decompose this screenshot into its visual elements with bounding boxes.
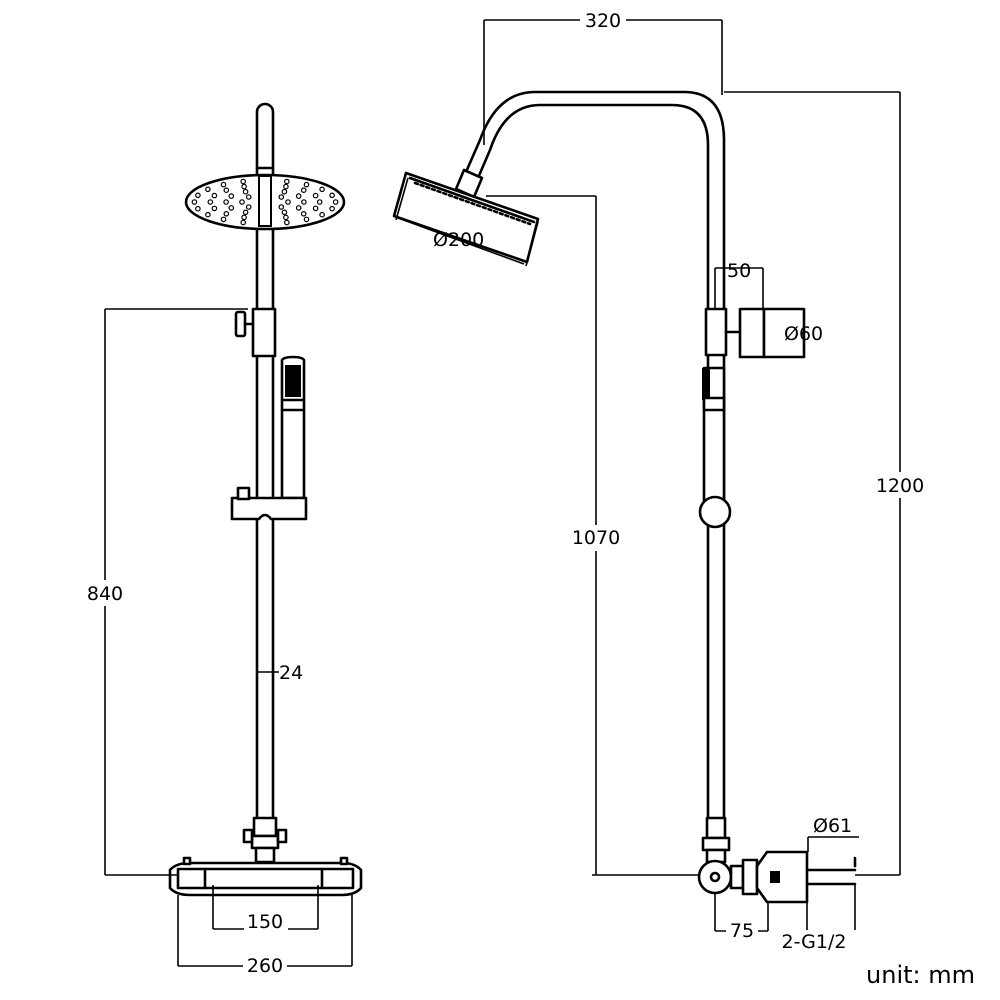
nozzle-dot <box>300 211 307 217</box>
nozzle-dot <box>278 204 285 210</box>
label-head-diameter: Ø200 <box>433 229 484 251</box>
label-inlet-depth: 75 <box>730 920 754 942</box>
label-head-height: 1070 <box>572 527 620 549</box>
nozzle-dot <box>220 216 227 223</box>
nozzle-dot <box>329 205 335 212</box>
nozzle-dot <box>312 205 319 212</box>
nozzle-dot <box>195 205 201 212</box>
nozzle-dot <box>242 188 249 195</box>
dimension-total-height <box>724 91 930 876</box>
nozzle-dot <box>223 199 229 205</box>
nozzle-dot <box>332 199 339 205</box>
label-total-height: 1200 <box>876 475 924 497</box>
nozzle-dot <box>319 211 325 218</box>
slider-holder-side <box>698 495 732 529</box>
thermostatic-valve-front <box>168 856 363 897</box>
dimension-head-diameter <box>395 177 539 267</box>
label-valve-width: 260 <box>247 955 283 977</box>
nozzle-dot <box>223 211 230 217</box>
label-bracket-diameter: Ø60 <box>784 323 823 345</box>
valve-body-side <box>697 850 857 904</box>
nozzle-dot <box>283 214 289 221</box>
nozzle-dot <box>301 199 307 205</box>
nozzle-dot <box>207 199 214 205</box>
dimension-inlet-thread <box>772 884 858 954</box>
label-arm-reach: 320 <box>585 10 621 32</box>
nozzle-dot <box>228 193 235 199</box>
nozzle-dot <box>211 205 218 212</box>
label-bar-diameter: 24 <box>279 662 303 684</box>
wall-bracket-side <box>704 307 806 359</box>
riser-arm-side <box>476 103 710 857</box>
riser-arm-side-outer <box>464 90 726 857</box>
dimension-inlet-depth <box>714 893 769 942</box>
label-inlet-spacing: 150 <box>247 911 283 933</box>
nozzle-dot <box>240 178 247 185</box>
nozzle-dot <box>278 194 285 200</box>
nozzle-dot <box>242 209 249 216</box>
riser-rail-front <box>255 102 275 872</box>
nozzle-dot <box>295 205 302 211</box>
nozzle-dot <box>300 187 307 194</box>
nozzle-dot <box>241 183 247 190</box>
nozzle-dot <box>223 187 230 194</box>
nozzle-dot <box>281 188 288 195</box>
nozzle-dot <box>329 192 335 199</box>
shower-head-front <box>184 173 346 231</box>
nozzle-dot <box>239 199 245 205</box>
nozzle-dot <box>283 178 290 185</box>
side-view: 320 Ø200 50 Ø60 1070 <box>392 9 930 954</box>
nozzle-dot <box>195 192 201 199</box>
diverter-front <box>242 816 288 864</box>
nozzle-dot <box>245 204 252 210</box>
nozzle-dot <box>220 181 227 188</box>
label-bracket-offset: 50 <box>727 260 751 282</box>
dimension-arm-reach <box>483 9 723 145</box>
nozzle-dot <box>295 193 302 199</box>
nozzle-dot <box>285 199 291 205</box>
nozzle-dot <box>205 186 211 193</box>
dimension-valve-width <box>177 895 353 977</box>
unit-label: unit: mm <box>866 961 975 989</box>
dimension-bracket-offset <box>714 267 764 309</box>
nozzle-dot <box>240 219 247 226</box>
dimension-bar-height <box>82 308 248 876</box>
nozzle-dot <box>283 219 290 226</box>
nozzle-dot <box>228 205 235 211</box>
front-view: 840 24 150 260 <box>82 102 363 977</box>
label-bar-height: 840 <box>87 583 123 605</box>
nozzle-dot <box>241 214 247 221</box>
nozzle-dot <box>205 211 211 218</box>
nozzle-dot <box>319 186 325 193</box>
nozzle-dot <box>316 199 323 205</box>
dimension-escutcheon-diameter <box>807 836 859 852</box>
shower-head-side <box>392 171 540 264</box>
slider-holder-front <box>230 486 308 521</box>
wall-bracket-front <box>234 307 277 358</box>
label-inlet-thread: 2-G1/2 <box>782 931 847 953</box>
nozzle-dot <box>303 181 310 188</box>
nozzle-dot <box>281 209 288 216</box>
nozzle-dot <box>312 192 319 199</box>
nozzle-dot <box>303 216 310 223</box>
dimension-head-height <box>486 195 700 876</box>
nozzle-dot <box>191 199 198 205</box>
hand-shower-side <box>702 366 726 507</box>
dimension-inlet-spacing <box>212 885 319 934</box>
nozzle-dot <box>211 192 218 199</box>
label-escutcheon-diameter: Ø61 <box>813 815 852 837</box>
nozzle-dot <box>283 183 289 190</box>
diverter-side <box>701 816 731 864</box>
hand-shower-front <box>280 355 306 500</box>
nozzle-dot <box>245 194 252 200</box>
